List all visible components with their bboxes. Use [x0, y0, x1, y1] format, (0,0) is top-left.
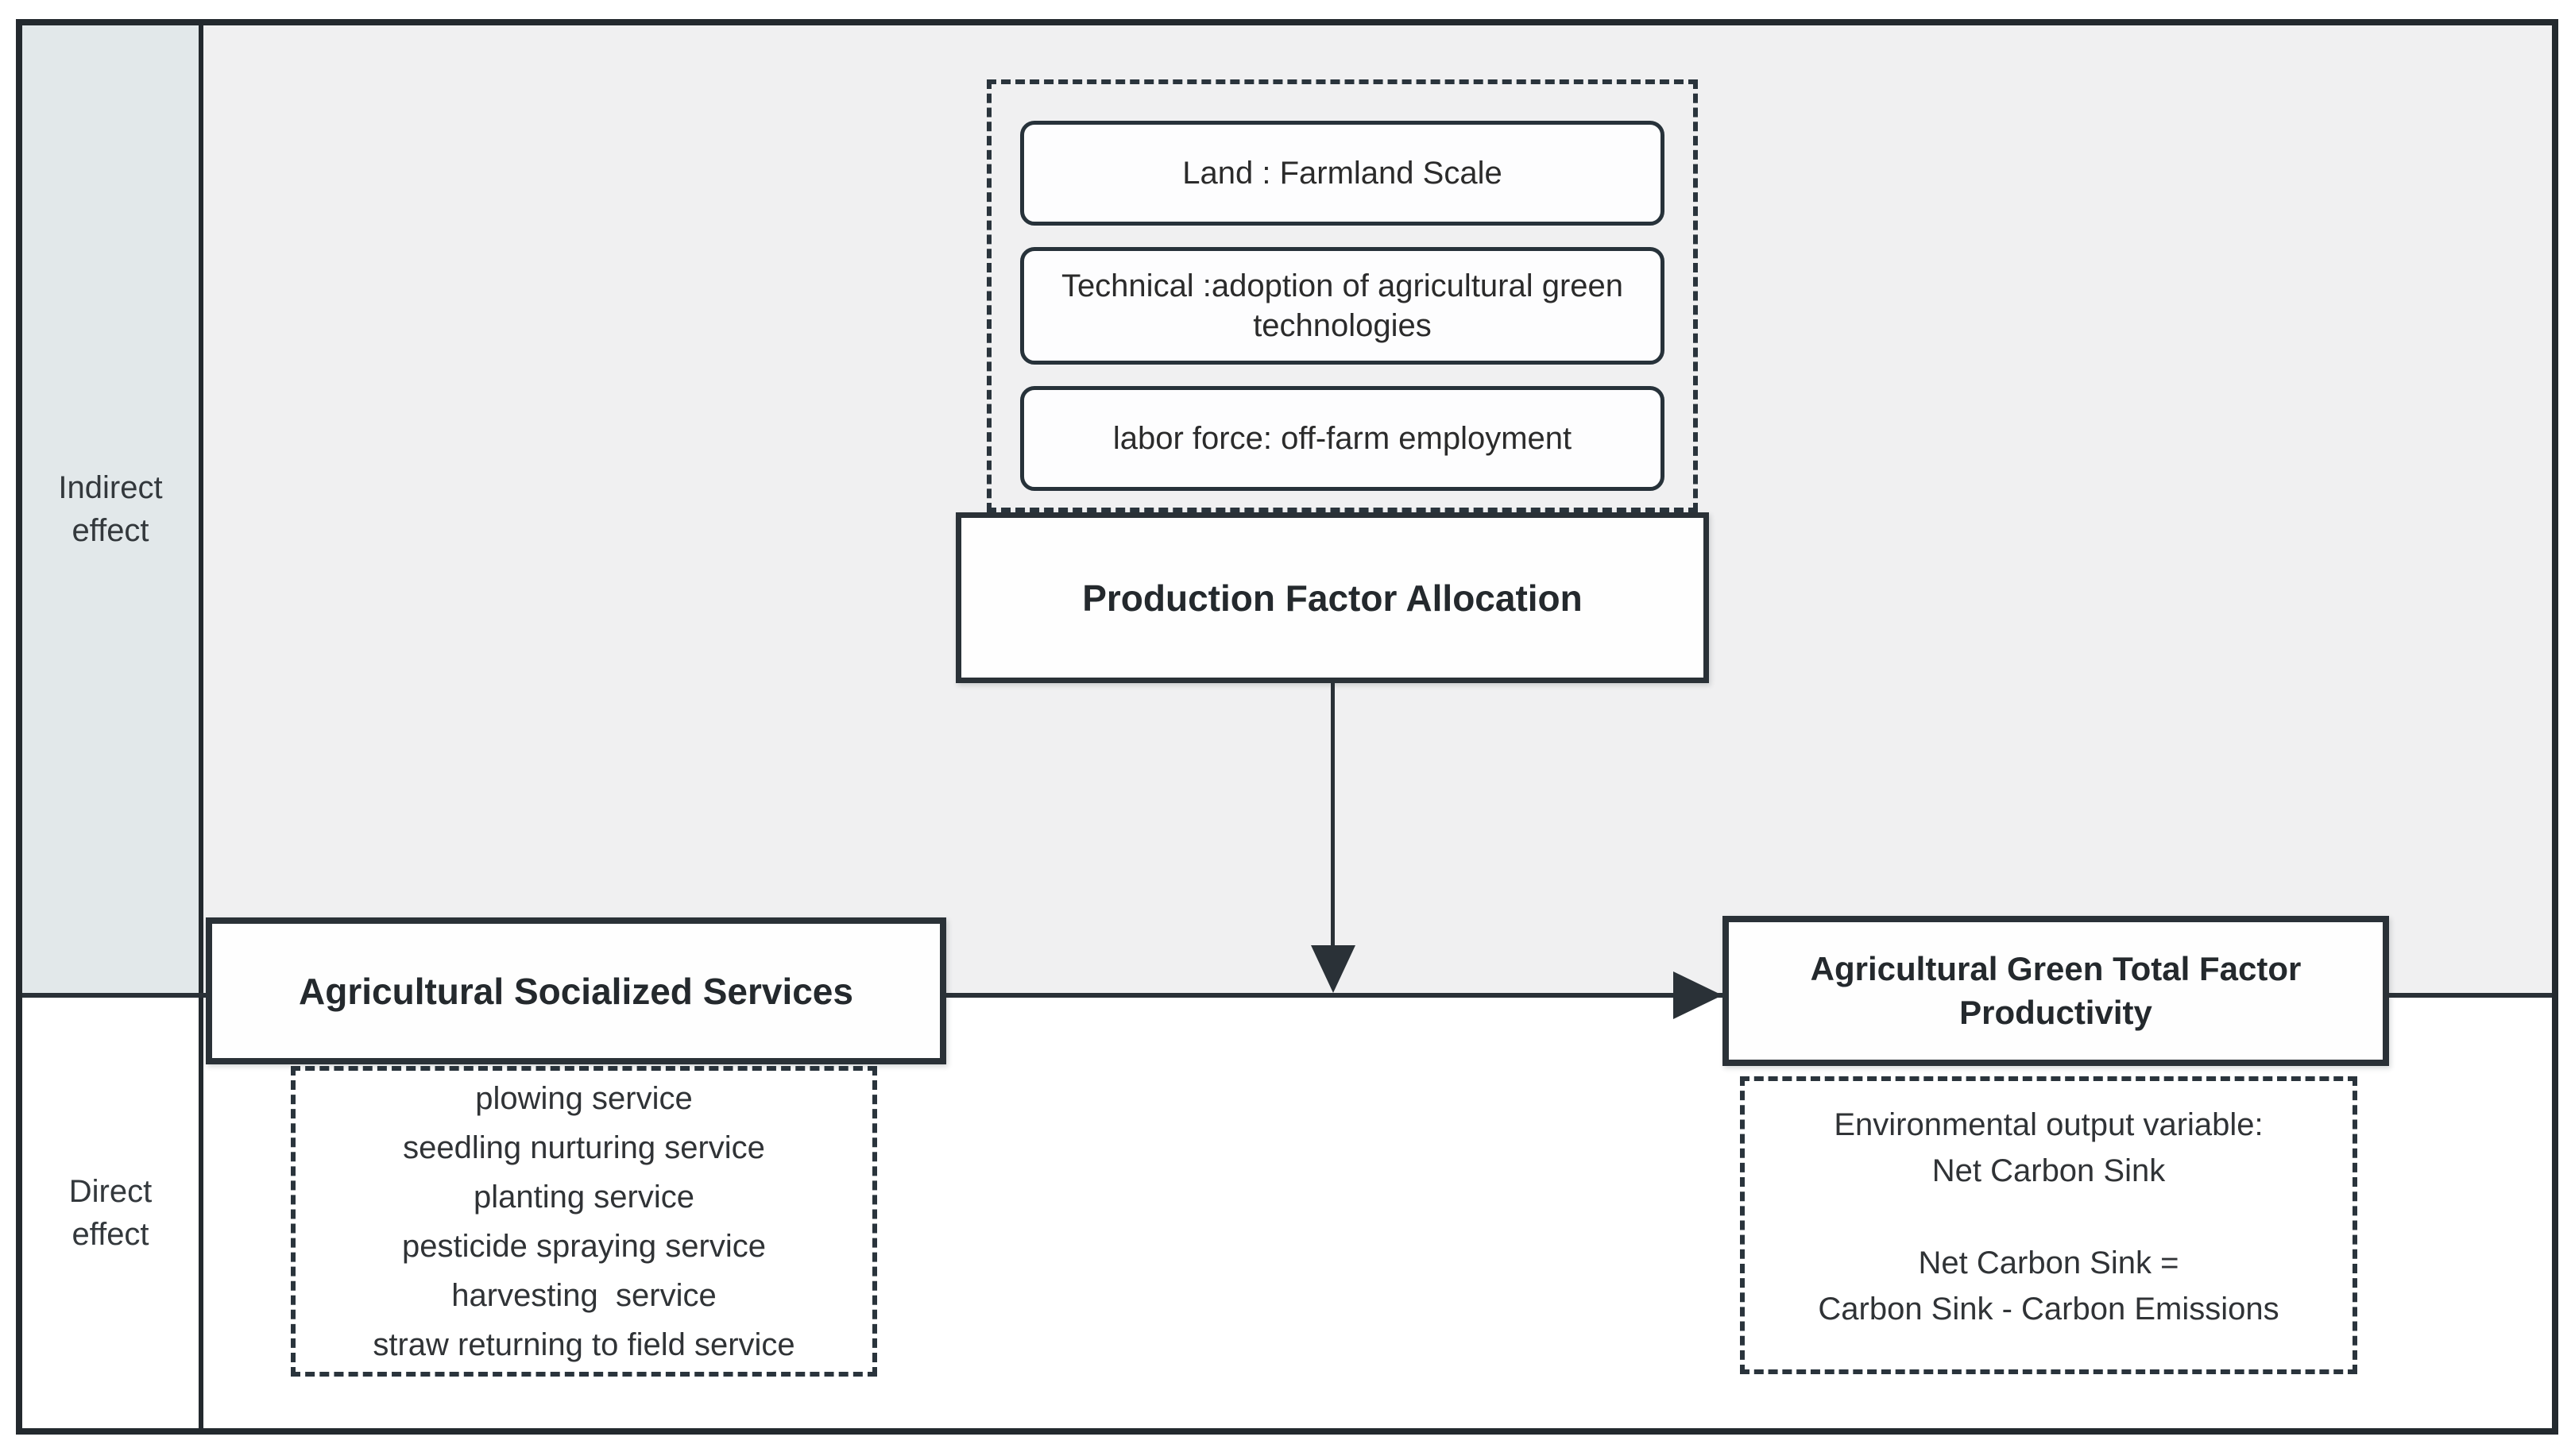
production-factor-allocation-label: Production Factor Allocation	[1082, 577, 1583, 619]
row-label-direct-effect: Direct effect	[22, 998, 199, 1428]
indirect-effect-leftcol-shade	[22, 25, 199, 993]
environmental-output-box: Environmental output variable: Net Carbo…	[1740, 1076, 2357, 1374]
env-line: Environmental output variable:	[1834, 1107, 2264, 1142]
arrow-down-icon	[1311, 945, 1355, 993]
row-label-direct-line1: Direct	[68, 1174, 153, 1209]
row-label-indirect-line2: effect	[72, 513, 149, 548]
factor-technical-box: Technical :adoption of agricultural gree…	[1020, 247, 1664, 365]
env-line: Net Carbon Sink =	[1918, 1246, 2179, 1280]
row-label-indirect-effect: Indirect effect	[22, 25, 199, 993]
agricultural-socialized-services-label: Agricultural Socialized Services	[299, 970, 853, 1012]
arrow-right-icon	[1673, 971, 1722, 1019]
service-item: harvesting service	[451, 1277, 717, 1313]
diagram-frame: Indirect effect Direct effect Land : Far…	[16, 19, 2558, 1435]
service-item: straw returning to field service	[373, 1327, 795, 1362]
row-label-indirect-line1: Indirect	[58, 470, 163, 505]
factor-technical-label: Technical :adoption of agricultural gree…	[1061, 268, 1624, 343]
services-list-box: plowing service seedling nurturing servi…	[291, 1066, 877, 1377]
row-label-divider-line	[199, 25, 203, 1428]
service-item: pesticide spraying service	[402, 1228, 766, 1264]
row-label-direct-line2: effect	[72, 1217, 149, 1252]
service-item: plowing service	[475, 1080, 693, 1116]
service-item: planting service	[474, 1179, 694, 1215]
factor-land-box: Land : Farmland Scale	[1020, 121, 1664, 226]
factor-labor-box: labor force: off-farm employment	[1020, 386, 1664, 491]
env-line: Carbon Sink - Carbon Emissions	[1818, 1292, 2279, 1327]
factor-land-label: Land : Farmland Scale	[1182, 156, 1502, 191]
service-item: seedling nurturing service	[403, 1130, 765, 1165]
agricultural-green-tfp-box: Agricultural Green Total Factor Producti…	[1722, 916, 2389, 1066]
env-line: Net Carbon Sink	[1931, 1153, 2166, 1188]
agricultural-green-tfp-label: Agricultural Green Total Factor Producti…	[1810, 949, 2302, 1031]
factor-labor-label: labor force: off-farm employment	[1112, 421, 1572, 456]
effect-boundary-arrow-line	[22, 993, 2552, 998]
production-factor-allocation-box: Production Factor Allocation	[956, 512, 1709, 683]
down-arrow-shaft	[1331, 683, 1335, 950]
factor-inputs-group: Land : Farmland Scale Technical :adoptio…	[987, 79, 1698, 512]
agricultural-socialized-services-box: Agricultural Socialized Services	[206, 917, 946, 1064]
